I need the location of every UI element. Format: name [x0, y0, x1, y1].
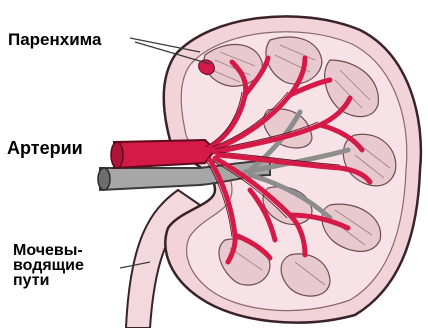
label-arteries: Артерии — [7, 138, 83, 159]
label-ureter-line3: пути — [13, 273, 84, 288]
vein-opening — [98, 168, 110, 190]
label-parenchyma: Паренхима — [8, 30, 102, 50]
renal-artery — [114, 140, 215, 168]
label-ureter: Мочевы- водящие пути — [13, 243, 84, 288]
label-ureter-line1: Мочевы- — [13, 243, 84, 258]
label-ureter-line2: водящие — [13, 258, 84, 273]
artery-opening — [111, 142, 123, 168]
